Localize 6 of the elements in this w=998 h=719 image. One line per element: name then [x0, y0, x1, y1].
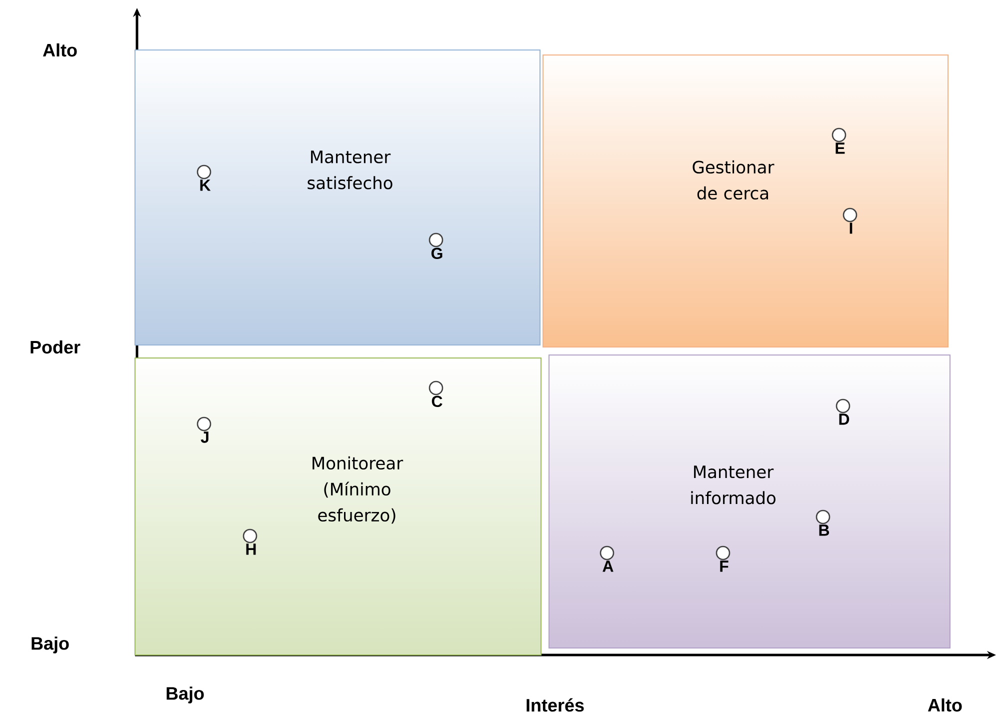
axis-label: Poder	[30, 340, 80, 354]
axis-label: Bajo	[32, 636, 69, 654]
axis-label: Alto	[928, 698, 962, 712]
axis-label: Alto	[42, 43, 77, 57]
axis-label: Interés	[526, 698, 584, 712]
axis-label: Bajo	[166, 686, 204, 704]
